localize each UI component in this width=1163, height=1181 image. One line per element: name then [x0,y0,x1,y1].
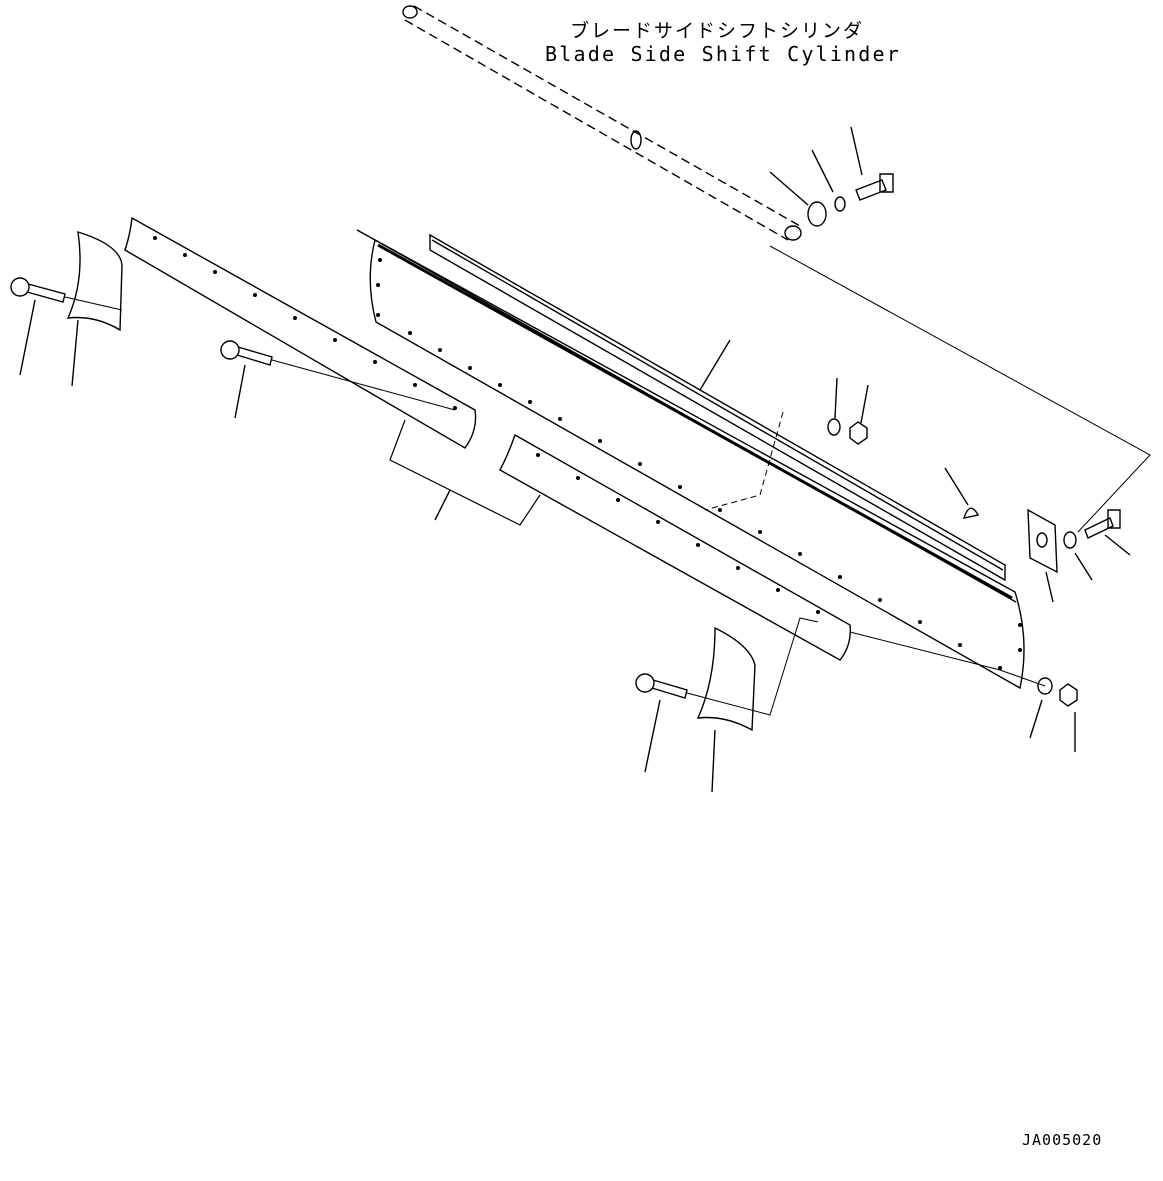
plow-bolt [10,277,66,303]
cylinder-rod-end [402,5,418,19]
cutting-edge-right [499,433,851,661]
washer [1037,677,1053,695]
lock-washer [834,196,846,212]
cutting-edge-left [124,216,477,449]
title-english: Blade Side Shift Cylinder [545,42,902,66]
bracket [1027,508,1058,574]
leader-line [769,171,809,206]
blade-holes [376,258,1022,670]
title-japanese: ブレードサイドシフトシリンダ [570,20,865,42]
blade-moldboard [356,229,1025,690]
plow-bolt [220,340,273,366]
nut [1059,683,1078,707]
cutting-edge-holes [153,236,820,614]
reference-line [769,245,1151,533]
cap [962,507,980,519]
washer [1063,531,1077,549]
nut [849,421,868,445]
bolt [1084,509,1121,539]
washer [827,418,841,436]
leader-line [850,126,863,176]
side-shift-cylinder [404,5,801,241]
washer [807,201,827,227]
bolt [855,173,894,201]
end-bit-left [66,231,123,332]
drawing-code: JA005020 [1022,1131,1103,1149]
cylinder-head-end [784,225,802,241]
leader-line [811,149,834,193]
end-bit-right [696,626,756,732]
plow-bolt [635,673,688,699]
